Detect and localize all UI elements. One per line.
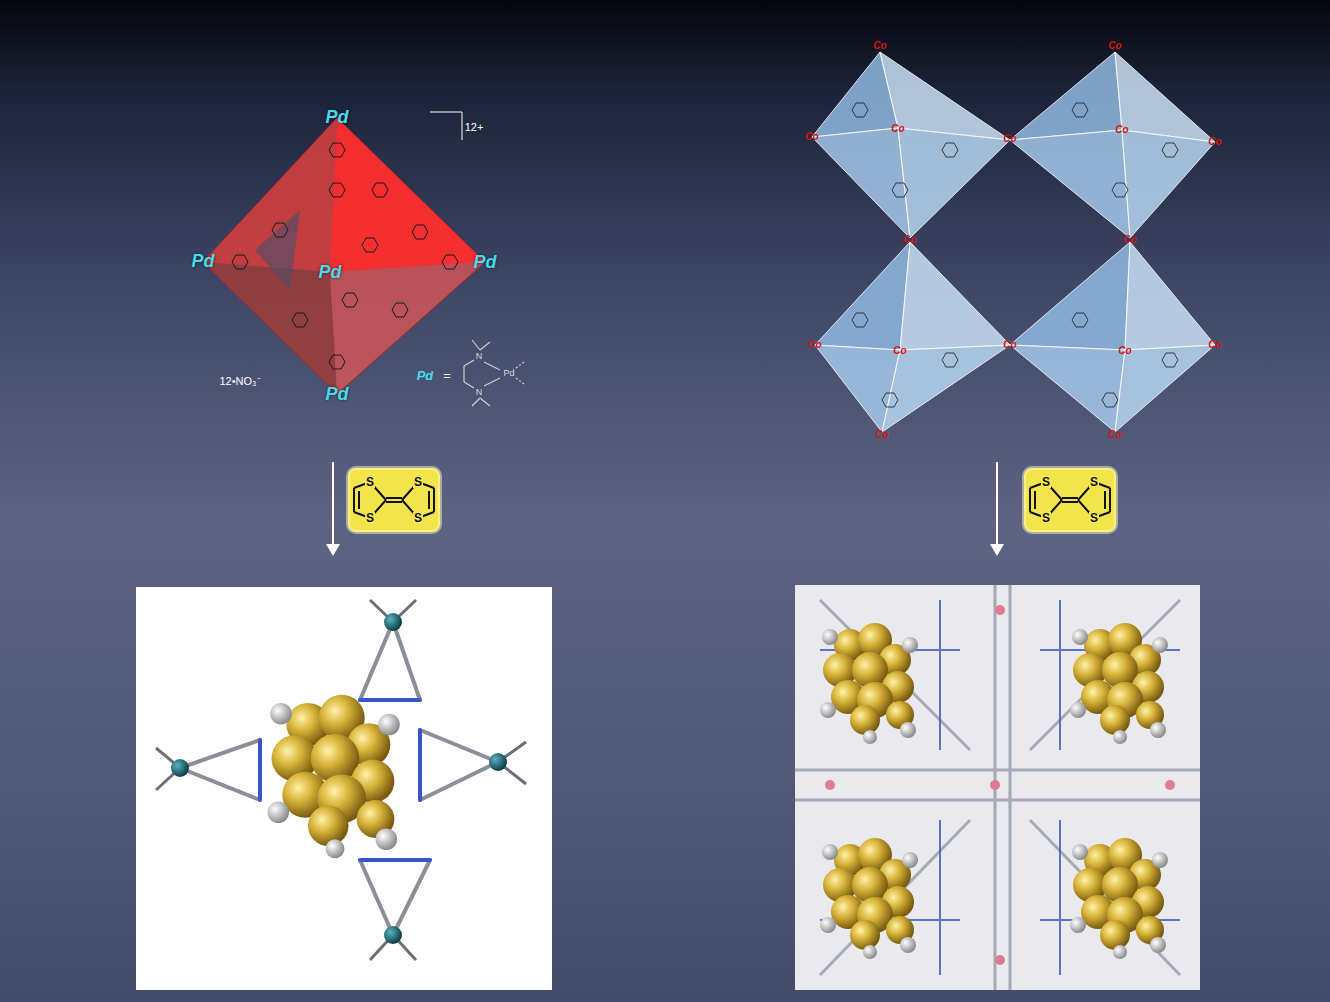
metal-label: Co (805, 132, 818, 142)
metal-label: Co (875, 430, 888, 440)
metal-label: Co (893, 346, 906, 356)
metal-label: Pd (325, 385, 348, 403)
legend-symbol: Pd (417, 369, 434, 382)
metal-label: Co (1003, 340, 1016, 350)
atom-label: Pd (503, 369, 514, 378)
metal-label: Co (808, 340, 821, 350)
metal-label: Co (1208, 340, 1221, 350)
atom-label: S (413, 512, 423, 524)
metal-label: Co (1108, 41, 1121, 51)
metal-label: Co (891, 124, 904, 134)
metal-label: Co (873, 41, 886, 51)
atom-label: N (476, 352, 483, 361)
atom-label: S (1041, 476, 1051, 488)
crystal-render (795, 585, 1200, 990)
metal-label: Co (1003, 134, 1016, 144)
ttf-molecule (348, 468, 440, 532)
reaction-arrow (326, 462, 1004, 556)
metal-label: Co (1115, 125, 1128, 135)
octahedral-cage (203, 112, 524, 406)
metal-label: Co (1208, 137, 1221, 147)
ttf-molecule (1024, 468, 1116, 532)
atom-label: S (1089, 512, 1099, 524)
metal-label: Pd (473, 253, 496, 271)
counterion-label: 12•NO₃⁻ (219, 376, 260, 387)
atom-label: S (1089, 476, 1099, 488)
atom-label: S (365, 476, 375, 488)
atom-label: N (476, 388, 483, 397)
framework (812, 52, 1215, 432)
metal-label: Co (1108, 430, 1121, 440)
charge-bracket (430, 112, 462, 140)
metal-label: Co (1123, 235, 1136, 245)
cage-render (136, 587, 552, 990)
atom-label: S (365, 512, 375, 524)
charge-label: 12+ (465, 122, 484, 133)
metal-label: Pd (325, 108, 348, 126)
legend-equals: = (443, 369, 451, 382)
atom-label: S (413, 476, 423, 488)
metal-label: Co (1118, 346, 1131, 356)
metal-label: Pd (318, 263, 341, 281)
metal-label: Pd (191, 252, 214, 270)
pd-structure (464, 340, 524, 406)
metal-label: Co (903, 235, 916, 245)
atom-label: S (1041, 512, 1051, 524)
